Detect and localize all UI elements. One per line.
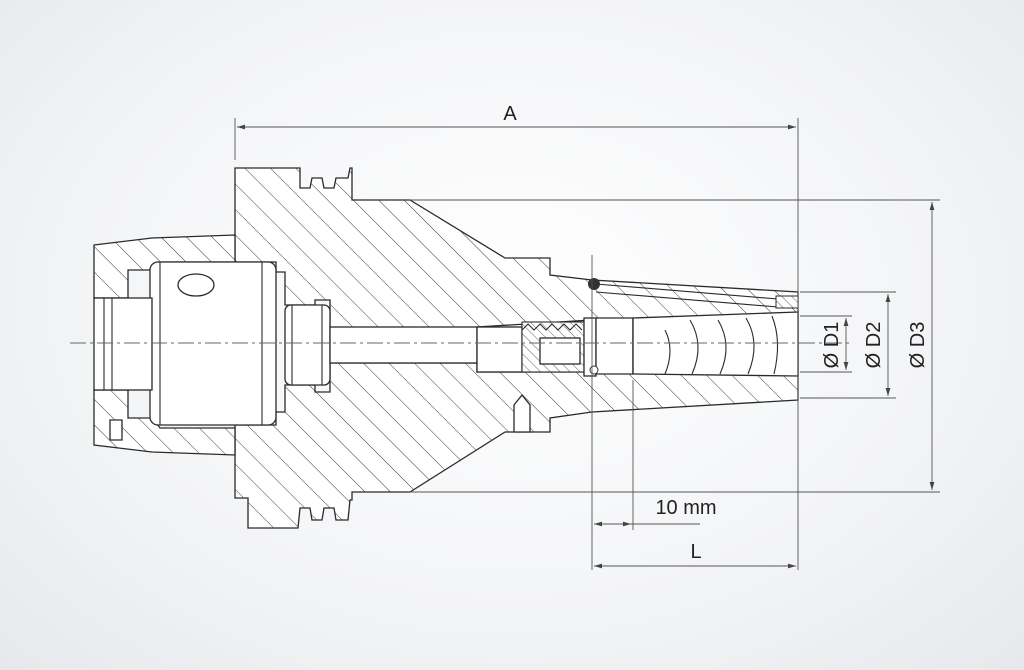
label-10mm: 10 mm xyxy=(655,497,716,519)
label-d1: Ø D1 xyxy=(821,322,843,369)
dimension-a: A xyxy=(237,103,796,130)
dimension-d2: Ø D2 xyxy=(863,294,891,396)
length-adjust-screw xyxy=(521,317,597,377)
balancing-bolt xyxy=(513,393,531,433)
coolant-channel xyxy=(588,278,799,375)
label-d2: Ø D2 xyxy=(863,322,885,369)
clamping-unit xyxy=(93,261,277,441)
label-l: L xyxy=(690,541,701,563)
dimension-d3: Ø D3 xyxy=(907,202,935,490)
dimension-l: L xyxy=(594,541,796,569)
shrink-fit-bore xyxy=(595,311,799,377)
cross-hole xyxy=(177,273,215,297)
label-a: A xyxy=(503,103,517,125)
dimension-d1: Ø D1 xyxy=(821,318,849,370)
label-d3: Ø D3 xyxy=(907,322,929,369)
extension-lines xyxy=(234,118,940,570)
coolant-tube xyxy=(284,304,523,386)
dimension-10mm: 10 mm xyxy=(594,497,717,527)
